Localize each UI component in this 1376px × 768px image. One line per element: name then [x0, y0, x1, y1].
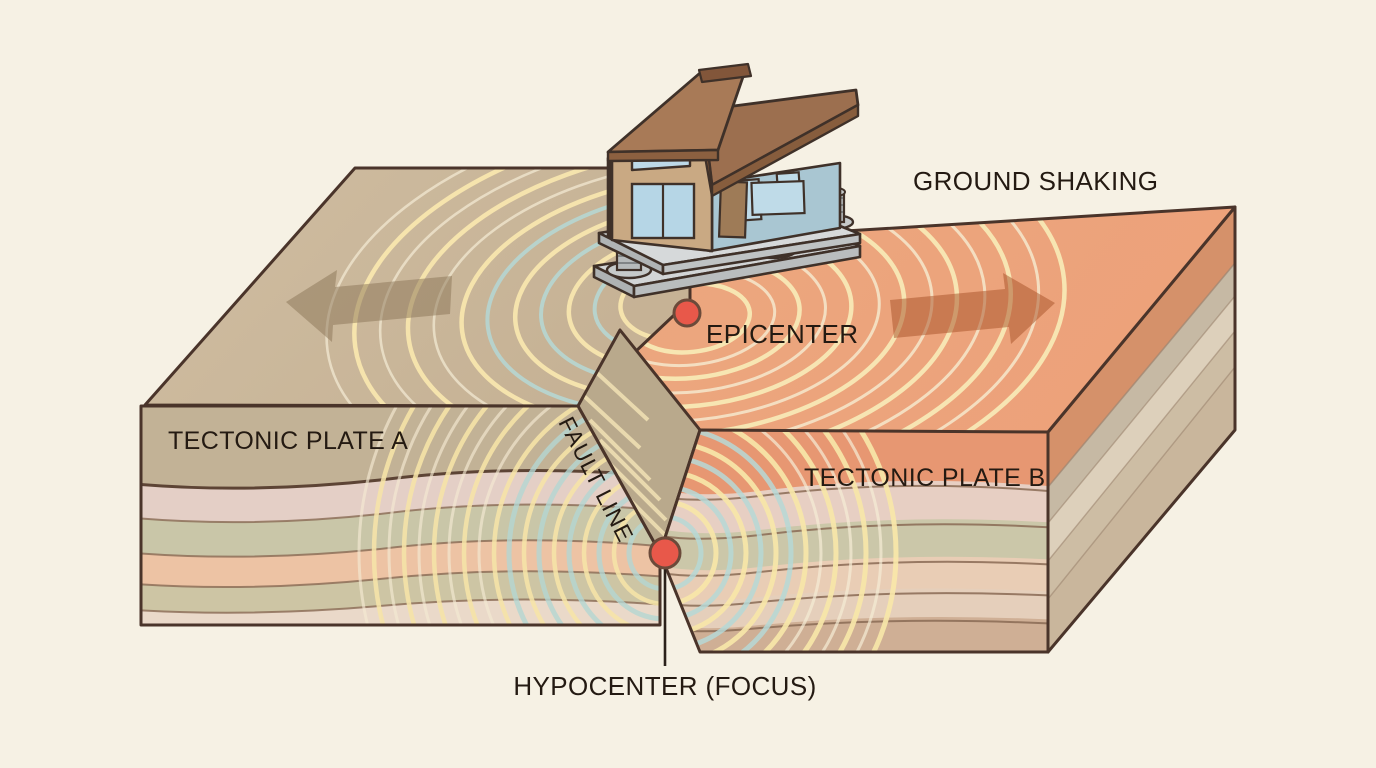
label-ground-shaking: GROUND SHAKING: [913, 166, 1158, 196]
strata-peach-a: [141, 540, 660, 588]
body-waves-b-cream: [660, 430, 883, 652]
house-roof-left: [606, 62, 753, 163]
label-epicenter: EPICENTER: [706, 319, 858, 349]
house-left-wing: [610, 140, 714, 253]
house-front-window: [750, 179, 806, 217]
strata-cream-a: [141, 599, 660, 625]
strata-crust-a: [141, 406, 660, 489]
plate-a-front-face: [139, 404, 662, 627]
plate-b-front-face: [658, 428, 1050, 654]
body-waves-a-cream: [357, 406, 660, 625]
plate-a-surface-waves-faint: [325, 168, 690, 406]
label-hypocenter: HYPOCENTER (FOCUS): [513, 671, 816, 701]
epicenter-dot[interactable]: [672, 298, 702, 328]
body-waves-a-yellow: [371, 406, 660, 625]
plate-b-motion-arrow: [890, 273, 1055, 344]
label-tectonic-plate-b: TECTONIC PLATE B: [804, 464, 1046, 492]
label-tectonic-plate-a: TECTONIC PLATE A: [168, 427, 408, 455]
base-isolated-house: [592, 62, 862, 299]
plate-a-motion-arrow: [286, 270, 452, 342]
body-waves-a-blue: [506, 406, 660, 625]
hypocenter-dot[interactable]: [648, 536, 682, 570]
